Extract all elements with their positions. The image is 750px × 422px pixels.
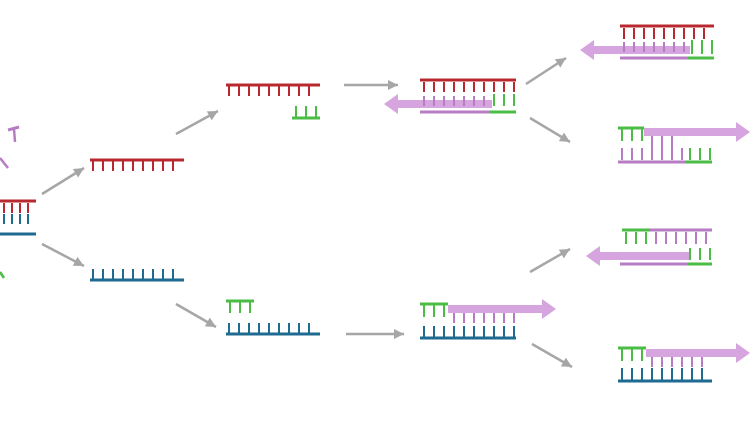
extension-arrow	[586, 246, 690, 266]
flow-arrow-head	[204, 317, 216, 327]
nucleotide	[12, 128, 17, 143]
extension-arrow	[646, 343, 750, 363]
nucleotide	[0, 157, 9, 169]
flow-arrow-head	[558, 249, 570, 259]
extension-arrow	[644, 122, 750, 142]
flow-arrow-head	[560, 357, 572, 367]
flow-arrow-head	[554, 58, 566, 68]
flow-arrow-head	[388, 80, 398, 90]
flow-arrow-head	[206, 111, 218, 121]
nucleotide	[7, 125, 20, 132]
flow-arrow-head	[394, 329, 404, 339]
flow-arrow-head	[72, 256, 84, 266]
flow-arrow-head	[558, 132, 570, 142]
nucleotide	[0, 271, 6, 279]
extension-arrow	[448, 299, 556, 319]
flow-arrow-head	[72, 168, 84, 178]
extension-arrow	[384, 94, 492, 114]
